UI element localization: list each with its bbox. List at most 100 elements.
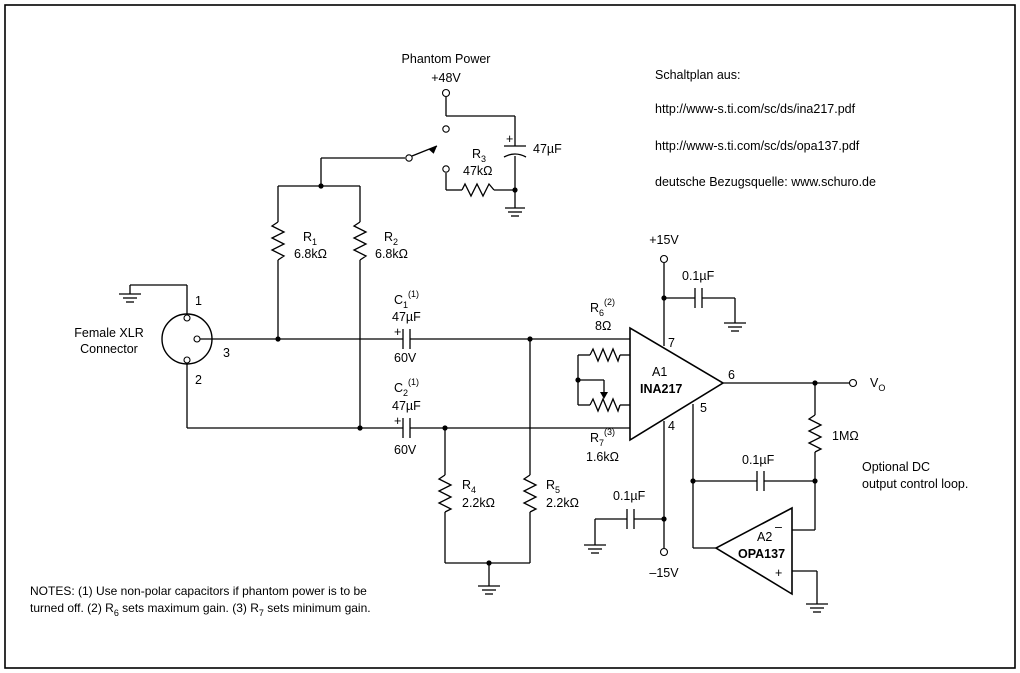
r3-name: R3 [472,147,486,164]
r1-name: R1 [303,230,317,247]
phantom-terminal [441,88,451,98]
a2-ref: A2 [757,530,772,544]
c1-name: C1(1) [394,289,419,310]
junction-dot [357,425,363,431]
notes-line-1: NOTES: (1) Use non-polar capacitors if p… [30,584,367,598]
phantom-switch [405,125,450,173]
ground-symbol-a2 [806,603,828,613]
junction-dot [690,478,696,484]
ground-symbol-positive [724,322,746,332]
xlr-label-line-2: Connector [80,342,138,356]
junction-dot [512,187,518,193]
xlr-pin-3 [193,335,201,343]
optional-loop-line-2: output control loop. [862,477,968,491]
output-label: VO [870,376,885,393]
r1-resistor [270,221,286,261]
phantom-wiring [278,97,516,208]
junction-dot [442,425,448,431]
junction-dot [812,380,818,386]
output-wiring [692,382,849,604]
junction-dot [275,336,281,342]
xlr-wiring [129,284,403,429]
feedback-capacitor [756,471,765,491]
phantom-voltage-label: +48V [431,71,461,85]
phantom-cap-value: 47µF [533,142,562,156]
r1-value: 6.8kΩ [294,247,327,261]
r5-name: R5 [546,478,560,495]
positive-supply-wiring [663,263,736,346]
a2-noninverting-label: + [775,566,782,580]
source-line-1: Schaltplan aus: [655,68,740,82]
supply-positive-label: +15V [649,233,679,247]
c1-capacitor [402,329,411,349]
r2-resistor [352,221,368,261]
phantom-capacitor [503,145,527,158]
r7-wiper-arrow [600,392,608,399]
c2-name: C2(1) [394,377,419,398]
ground-symbol-xlr [119,293,141,303]
source-line-4: deutsche Bezugsquelle: www.schuro.de [655,175,876,189]
xlr-pin-1 [183,314,191,322]
diagram-frame [4,4,1016,669]
output-terminal [848,378,858,388]
junction-dot [575,377,581,383]
junction-dot [812,478,818,484]
ground-symbol-phantom [505,207,525,217]
r6-value: 8Ω [595,319,611,333]
r2-value: 6.8kΩ [375,247,408,261]
source-line-3: http://www-s.ti.com/sc/ds/opa137.pdf [655,139,860,153]
xlr-pin-2-label: 2 [195,373,202,387]
a1-pin-6: 6 [728,368,735,382]
ground-symbol-negative [584,544,606,554]
optional-loop-line-1: Optional DC [862,460,930,474]
negative-supply-wiring [594,421,665,548]
negative-bypass-capacitor [626,509,635,529]
xlr-pin-1-label: 1 [195,294,202,308]
a1-pin-4: 4 [668,419,675,433]
ground-symbol-r4-r5 [478,585,500,595]
xlr-pin-3-label: 3 [223,346,230,360]
r4-name: R4 [462,478,476,495]
c2-polarity: + [394,414,401,428]
r2-name: R2 [384,230,398,247]
a1-pin-7: 7 [668,336,675,350]
junction-dot [661,295,667,301]
xlr-label-line-1: Female XLR [74,326,143,340]
c2-capacitor [402,418,411,438]
feedback-resistor-value: 1MΩ [832,429,859,443]
r3-value: 47kΩ [463,164,493,178]
notes-line-2: turned off. (2) R6 sets maximum gain. (3… [30,601,371,618]
phantom-cap-polarity: + [506,132,513,146]
feedback-resistor [807,414,823,453]
supply-negative-terminal [659,547,669,557]
source-line-2: http://www-s.ti.com/sc/ds/ina217.pdf [655,102,856,116]
c2-value: 47µF [392,399,421,413]
r5-resistor [522,474,538,513]
r4-value: 2.2kΩ [462,496,495,510]
r4-resistor [437,474,453,513]
positive-bypass-cap-value: 0.1µF [682,269,715,283]
c1-voltage: 60V [394,351,417,365]
feedback-cap-value: 0.1µF [742,453,775,467]
negative-bypass-cap-value: 0.1µF [613,489,646,503]
r7-value: 1.6kΩ [586,450,619,464]
c1-value: 47µF [392,310,421,324]
r7-name: R7(3) [590,427,615,448]
r6-resistor [589,347,621,363]
r1-r2-wiring [277,186,361,428]
junction-dot [486,560,492,566]
positive-bypass-capacitor [694,288,703,308]
r5-value: 2.2kΩ [546,496,579,510]
supply-negative-label: –15V [649,566,679,580]
junction-dot [318,183,324,189]
junction-dot [661,516,667,522]
xlr-pin-2 [183,356,191,364]
supply-positive-terminal [659,254,669,264]
a1-part: INA217 [640,382,682,396]
a1-ref: A1 [652,365,667,379]
phantom-power-title: Phantom Power [402,52,491,66]
junction-dot [527,336,533,342]
r7-resistor [589,397,621,413]
a2-inverting-label: – [775,520,782,534]
